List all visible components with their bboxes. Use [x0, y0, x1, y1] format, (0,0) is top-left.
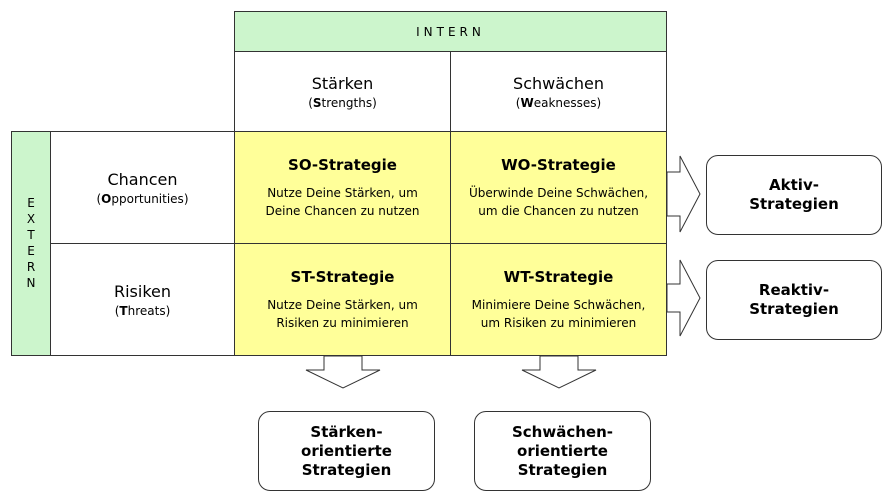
intern-label: INTERN: [416, 24, 485, 39]
wt-strategy-line2: um Risiken zu minimieren: [480, 315, 637, 330]
aktiv-line1: Aktiv-: [769, 176, 819, 194]
wt-strategy-line1: Minimiere Deine Schwächen,: [471, 297, 646, 312]
reaktiv-strategien-box: Reaktiv- Strategien: [706, 260, 882, 340]
schwaechen-orientierte-box: Schwächen- orientierte Strategien: [474, 411, 651, 491]
wo-strategy-title: WO-Strategie: [501, 155, 616, 174]
arrow-right-aktiv: [666, 155, 701, 233]
wo-strategy-line2: um die Chancen zu nutzen: [478, 203, 639, 218]
reaktiv-line2: Strategien: [749, 300, 839, 318]
weaknesses-title: Schwächen: [513, 73, 604, 93]
extern-header: EXTERN: [11, 131, 51, 356]
strengths-title: Stärken: [311, 73, 374, 93]
staerken-orientierte-box: Stärken- orientierte Strategien: [258, 411, 435, 491]
wo-strategy-line1: Überwinde Deine Schwächen,: [468, 185, 649, 200]
schwaechen-line1: Schwächen-: [511, 422, 613, 441]
row-header-threats: Risiken (Threats): [50, 243, 235, 356]
schwaechen-line3: Strategien: [517, 460, 608, 479]
weaknesses-subtitle: (Weaknesses): [515, 95, 602, 110]
extern-label: EXTERN: [24, 195, 38, 292]
wt-strategy-cell: WT-Strategie Minimiere Deine Schwächen, …: [450, 243, 667, 356]
st-strategy-line2: Risiken zu minimieren: [276, 315, 409, 330]
arrow-down-schwaechen: [521, 355, 597, 389]
arrow-right-reaktiv: [666, 259, 701, 337]
aktiv-strategien-box: Aktiv- Strategien: [706, 155, 882, 235]
staerken-line3: Strategien: [301, 460, 392, 479]
so-strategy-line2: Deine Chancen zu nutzen: [265, 203, 420, 218]
intern-header: INTERN: [234, 11, 667, 52]
arrow-down-staerken: [305, 355, 381, 389]
so-strategy-cell: SO-Strategie Nutze Deine Stärken, um Dei…: [234, 131, 451, 244]
so-strategy-title: SO-Strategie: [288, 155, 397, 174]
so-strategy-line1: Nutze Deine Stärken, um: [267, 185, 418, 200]
reaktiv-line1: Reaktiv-: [758, 281, 830, 299]
staerken-line1: Stärken-: [310, 422, 383, 441]
column-header-weaknesses: Schwächen (Weaknesses): [450, 51, 667, 132]
opportunities-title: Chancen: [107, 169, 178, 189]
column-header-strengths: Stärken (Strengths): [234, 51, 451, 132]
opportunities-subtitle: (Opportunities): [96, 191, 189, 206]
strengths-subtitle: (Strengths): [308, 95, 377, 110]
threats-subtitle: (Threats): [114, 303, 171, 318]
st-strategy-title: ST-Strategie: [290, 267, 395, 286]
row-header-opportunities: Chancen (Opportunities): [50, 131, 235, 244]
staerken-line2: orientierte: [301, 441, 392, 460]
wt-strategy-title: WT-Strategie: [503, 267, 614, 286]
wo-strategy-cell: WO-Strategie Überwinde Deine Schwächen, …: [450, 131, 667, 244]
aktiv-line2: Strategien: [749, 195, 839, 213]
threats-title: Risiken: [113, 281, 172, 301]
st-strategy-line1: Nutze Deine Stärken, um: [267, 297, 418, 312]
schwaechen-line2: orientierte: [517, 441, 608, 460]
